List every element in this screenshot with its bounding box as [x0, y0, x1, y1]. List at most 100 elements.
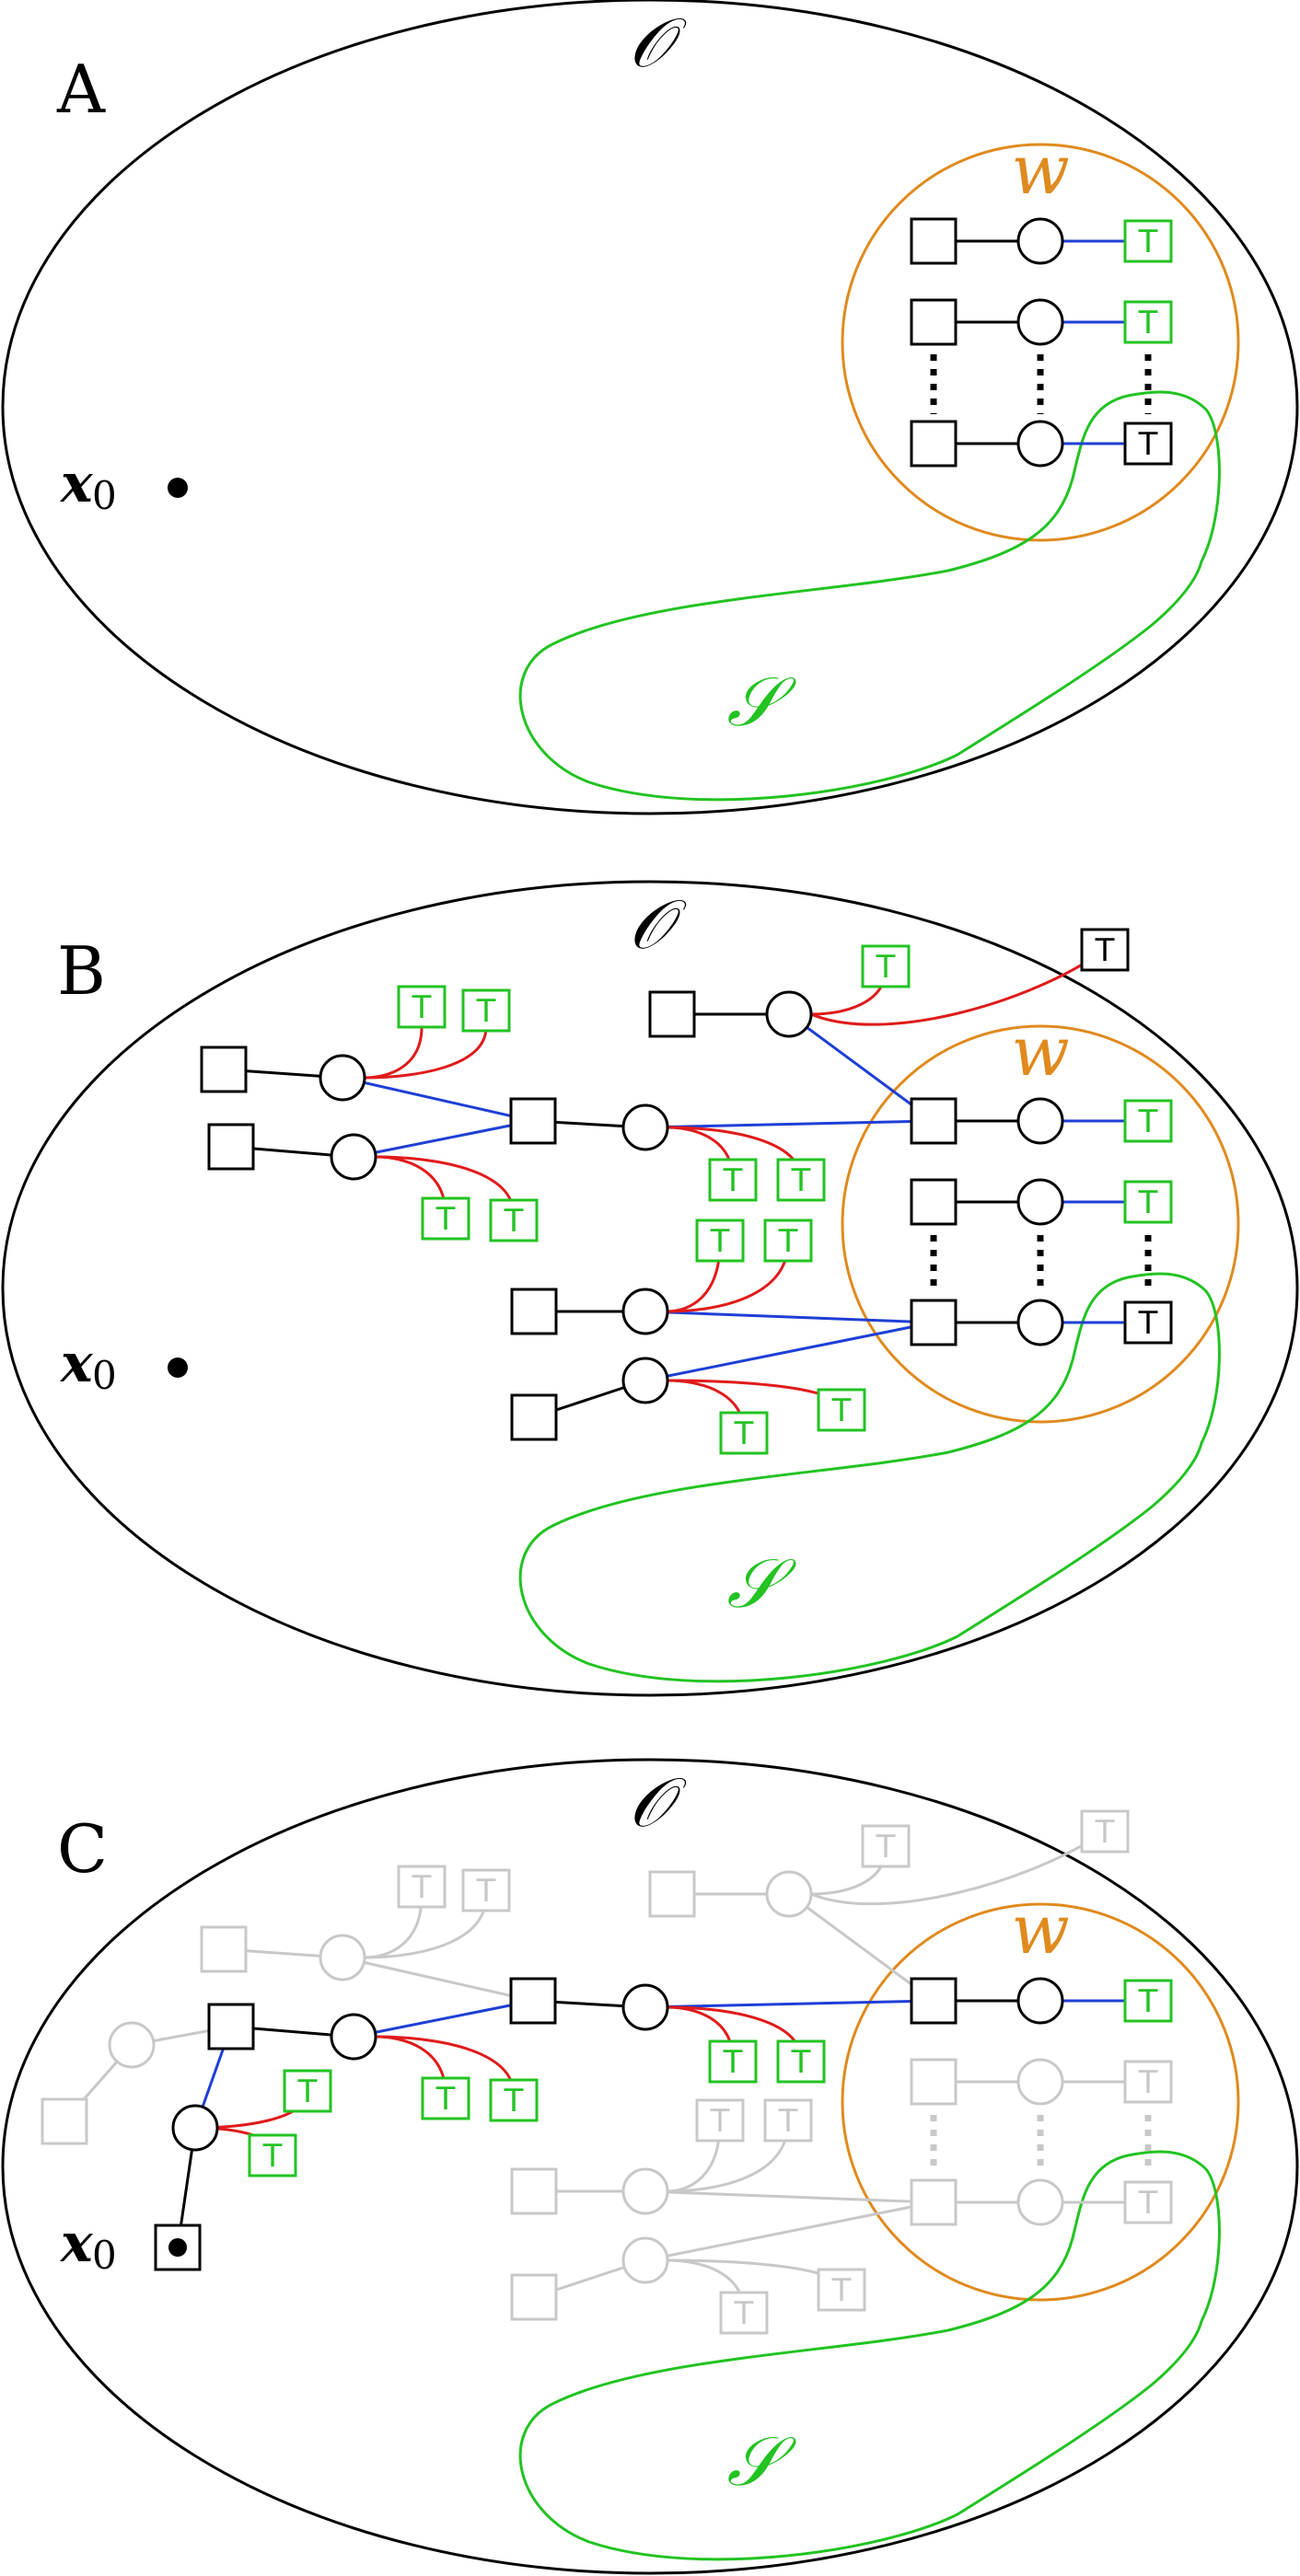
faded-edge [644, 2189, 935, 2204]
terminal-box [461, 1868, 511, 1912]
terminal-symbol: T [734, 2295, 754, 2332]
action-node [621, 1288, 669, 1335]
terminal-symbol: T [710, 2103, 730, 2140]
terminal-symbol: T [262, 2138, 283, 2175]
action-node [621, 1357, 669, 1404]
window-action-node [1016, 1178, 1064, 1226]
faded-node [200, 1925, 248, 1973]
start-state-label: x [59, 1332, 94, 1394]
tree-edge [644, 1321, 935, 1382]
terminal-symbol: T [1138, 1184, 1158, 1221]
terminal-symbol: T [1138, 2185, 1158, 2222]
state-node [648, 990, 696, 1038]
terminal-symbol: T [831, 1392, 852, 1429]
start-state-label: x [59, 2212, 94, 2274]
terminal-box [776, 2039, 826, 2084]
faded-node: T [817, 2268, 866, 2312]
terminal-box [1123, 1180, 1173, 1224]
window-label: w [1011, 1012, 1069, 1092]
terminal-symbol: T [778, 2103, 798, 2140]
faded-node [510, 2167, 558, 2215]
state-node [207, 2003, 255, 2050]
action-node [330, 1133, 377, 1181]
window-action-node [1016, 420, 1064, 468]
terminal-box [1123, 422, 1173, 466]
window-circle [841, 143, 1240, 542]
terminal-node: T [489, 2078, 539, 2122]
faded-node: T [1123, 2180, 1173, 2224]
terminal-symbol: T [412, 989, 432, 1026]
faded-node [648, 1870, 696, 1918]
faded-node [910, 2058, 958, 2106]
terminal-node-outside: T [1080, 928, 1130, 972]
terminal-box [461, 988, 511, 1033]
terminal-box [817, 1388, 866, 1432]
tree-edge [644, 1999, 935, 2009]
terminal-symbol: T [435, 2081, 456, 2118]
success-label: 𝒮 [726, 1544, 796, 1623]
window-action-node [1016, 1097, 1064, 1145]
panel-label: A [56, 51, 106, 128]
window-label: w [1011, 131, 1069, 210]
panel-label: C [57, 1810, 108, 1888]
state-node [509, 1097, 557, 1145]
window-terminal-node: T [1123, 1300, 1173, 1345]
window-terminal-node: T [1123, 1979, 1173, 2023]
start-state-subscript: 0 [92, 2233, 117, 2278]
terminal-symbol: T [476, 1873, 496, 1910]
terminal-box [1123, 1300, 1173, 1345]
terminal-symbol: T [504, 1203, 524, 1240]
tree-edge [341, 1076, 535, 1123]
window-action-node [1016, 1977, 1064, 2025]
terminal-box [763, 2098, 813, 2143]
state-node [510, 1288, 558, 1335]
terminal-box [708, 2039, 758, 2084]
start-state-dot [168, 478, 188, 498]
terminal-symbol: T [876, 949, 896, 986]
window-terminal-node: T [1123, 1180, 1173, 1224]
faded-edge [644, 2201, 935, 2262]
terminal-box [763, 1219, 813, 1263]
faded-node: T [1080, 1809, 1130, 1854]
success-region [518, 390, 1221, 802]
window-action-node [1016, 217, 1064, 265]
success-region [518, 1272, 1221, 1683]
window-state-node [910, 1097, 958, 1145]
terminal-box [397, 1865, 447, 1909]
terminal-node: T [461, 988, 511, 1033]
terminal-node: T [776, 1158, 826, 1202]
action-node [330, 2013, 377, 2061]
terminal-symbol: T [791, 2044, 811, 2081]
region-ellipse [1, 880, 1299, 1697]
terminal-node: T [708, 2039, 758, 2084]
terminal-node: T [861, 944, 911, 988]
faded-node: T [861, 1824, 911, 1868]
terminal-box [861, 944, 911, 988]
terminal-box [1080, 1809, 1130, 1854]
faded-node [510, 2273, 558, 2321]
window-label: w [1011, 1890, 1069, 1970]
terminal-box [283, 2069, 332, 2113]
window-state-node [910, 298, 958, 346]
reward-link [666, 2258, 843, 2292]
action-node [765, 990, 813, 1038]
state-node [207, 1123, 255, 1171]
terminal-box [1123, 1099, 1173, 1143]
terminal-node: T [763, 1219, 813, 1263]
terminal-box [1123, 1979, 1173, 2023]
reward-link [666, 1379, 843, 1412]
faded-node [765, 1870, 813, 1918]
faded-node [1016, 2178, 1064, 2226]
reward-link [809, 948, 1107, 1026]
terminal-box [248, 2133, 297, 2177]
start-state-dot [168, 1357, 188, 1378]
terminal-symbol: T [476, 993, 496, 1030]
terminal-box [1080, 928, 1130, 972]
start-state-dot [168, 2238, 187, 2257]
faded-edge [341, 1956, 535, 2003]
terminal-symbol: T [778, 1223, 798, 1260]
terminal-symbol: T [1138, 1103, 1158, 1140]
terminal-box [695, 2098, 745, 2143]
terminal-symbol: T [1138, 426, 1158, 463]
terminal-symbol: T [876, 1829, 896, 1866]
